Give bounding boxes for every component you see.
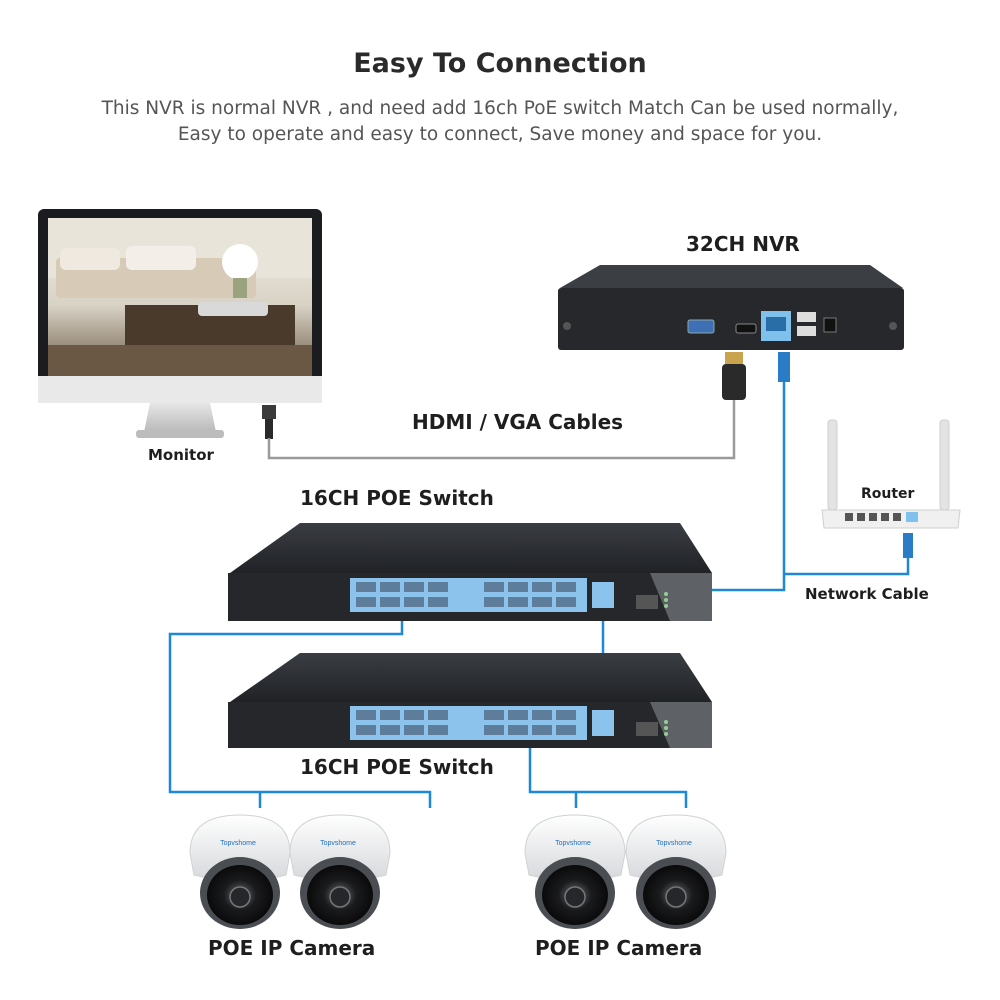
description-line-2: Easy to operate and easy to connect, Sav… (177, 124, 823, 145)
camera-logo: Topvshome (656, 840, 692, 847)
hdmi-vga-cable (267, 400, 736, 460)
camera-left-label: POE IP Camera (208, 936, 376, 960)
hdmi-vga-label: HDMI / VGA Cables (412, 410, 624, 434)
router-icon (821, 419, 961, 558)
switch-top-label: 16CH POE Switch (300, 486, 494, 510)
switch-bottom-label: 16CH POE Switch (300, 755, 494, 779)
page-title: Easy To Connection (353, 48, 647, 79)
camera-logo: Topvshome (320, 840, 356, 847)
monitor-icon (38, 209, 322, 439)
poe-switch-top-icon (228, 523, 712, 621)
camera-right-label: POE IP Camera (535, 936, 703, 960)
network-cable-label: Network Cable (805, 585, 929, 603)
dome-camera-icon: Topvshome (524, 814, 626, 929)
nvr-device-icon (558, 265, 904, 400)
dome-camera-icon: Topvshome (189, 814, 291, 929)
dome-camera-icon: Topvshome (289, 814, 391, 929)
dome-camera-icon: Topvshome (625, 814, 727, 929)
monitor-label: Monitor (148, 446, 214, 464)
nvr-label: 32CH NVR (686, 232, 800, 256)
camera-logo: Topvshome (555, 840, 591, 847)
camera-logo: Topvshome (220, 840, 256, 847)
poe-switch-bottom-icon (228, 653, 712, 748)
description-line-1: This NVR is normal NVR , and need add 16… (101, 98, 899, 119)
router-label: Router (861, 486, 915, 502)
